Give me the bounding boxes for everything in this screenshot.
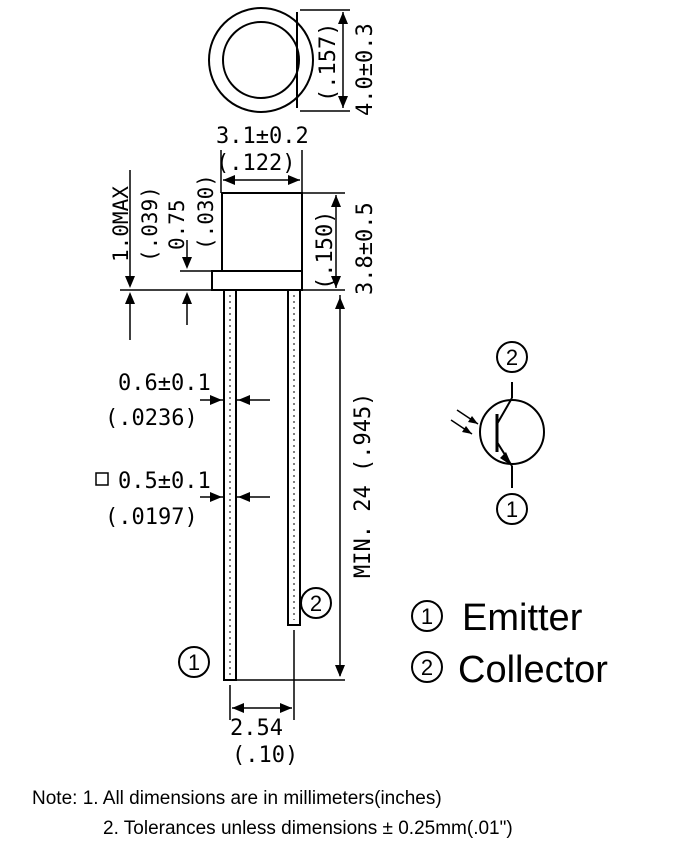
- lead-1: [223, 289, 237, 681]
- lead-spacing-in: (.10): [232, 743, 298, 768]
- phototransistor-symbol: [450, 341, 545, 525]
- top-view-outer-circle: [208, 7, 314, 113]
- lead-spacing-mm: 2.54: [230, 716, 283, 741]
- pin2-marker: 2: [310, 591, 322, 616]
- legend-pin2-name: Collector: [458, 649, 608, 691]
- led-body: [221, 192, 303, 272]
- schematic-pin1-number: 1: [506, 497, 518, 522]
- flange-max-mm: 1.0MAX: [109, 186, 133, 262]
- body-width-in: (.122): [216, 151, 295, 176]
- legend-pin1-name: Emitter: [462, 597, 583, 639]
- legend-pin2-number: 2: [421, 655, 433, 680]
- top-view: [208, 7, 350, 113]
- led-flange: [211, 270, 303, 291]
- flange-in: (.030): [194, 174, 218, 250]
- lead-square-mm: 0.5±0.1: [118, 469, 211, 494]
- square-lead-symbol: [95, 472, 109, 486]
- schematic-pin2-number: 2: [506, 345, 518, 370]
- note-line-1: Note: 1. All dimensions are in millimete…: [32, 788, 442, 809]
- mechanical-drawing: (.157) 4.0±0.3 3.1±0.2 (.122) 1.0MAX (.0…: [95, 7, 608, 768]
- body-height-in: (.150): [313, 211, 338, 290]
- lead-diameter-in: (.0236): [105, 406, 198, 431]
- lead-square-in: (.0197): [105, 505, 198, 530]
- flange-max-in: (.039): [138, 186, 162, 262]
- top-diameter-in: (.157): [316, 23, 341, 102]
- body-width-mm: 3.1±0.2: [216, 124, 309, 149]
- lead-diameter-mm: 0.6±0.1: [118, 371, 211, 396]
- pin1-marker: 1: [188, 650, 200, 675]
- lead-2: [287, 289, 301, 626]
- flange-mm: 0.75: [165, 199, 189, 250]
- legend-pin1-number: 1: [421, 604, 433, 629]
- note-line-2: 2. Tolerances unless dimensions ± 0.25mm…: [103, 818, 513, 839]
- lead-min-length: MIN. 24 (.945): [351, 393, 376, 578]
- pin2-marker-circle: [300, 587, 332, 619]
- pin1-marker-circle: [178, 646, 210, 678]
- body-height-mm: 3.8±0.5: [353, 202, 378, 295]
- top-diameter-mm: 4.0±0.3: [353, 23, 378, 116]
- top-view-inner-circle: [222, 21, 300, 99]
